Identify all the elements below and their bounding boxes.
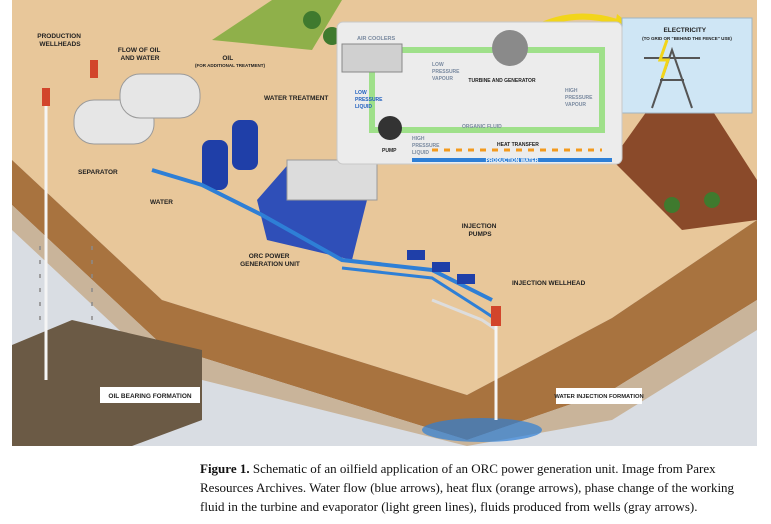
caption-label: Figure 1. (200, 461, 250, 476)
injection-pump (457, 274, 475, 284)
injection-pipe (431, 298, 498, 332)
orc-air-cooler (286, 159, 378, 201)
inset-label-air-coolers: AIR COOLERS (357, 36, 396, 42)
turbine-icon (492, 30, 528, 66)
label-oil: OIL (FOR ADDITIONAL TREATMENT) (195, 47, 265, 68)
lightning-icon (657, 39, 671, 79)
tree-icon (303, 11, 321, 29)
inset-air-coolers (341, 43, 403, 73)
inset-label-low-pressure-vapour: LOW PRESSURE VAPOUR (432, 62, 461, 82)
caption-text: Schematic of an oilfield application of … (200, 461, 735, 514)
label-box-oil-formation (100, 387, 200, 403)
inset-label-organic-fluid: ORGANIC FLUID (462, 124, 502, 130)
mountain-right (612, 90, 757, 230)
injection-pump (407, 250, 425, 260)
label-orc-unit: ORC POWER GENERATION UNIT (240, 253, 300, 268)
figure-caption: Figure 1. Schematic of an oilfield appli… (200, 459, 760, 516)
soil-layer (12, 160, 757, 440)
label-separator: SEPARATOR (78, 169, 118, 176)
label-injection-pumps: INJECTION PUMPS (462, 223, 498, 238)
separator-tank (119, 73, 201, 119)
label-production-wellheads: PRODUCTION WELLHEADS (37, 33, 83, 48)
label-water: WATER (150, 199, 173, 206)
inset-label-low-pressure-liquid: LOW PRESSURE LIQUID (355, 90, 384, 110)
production-wellhead-2 (90, 60, 98, 78)
inset-label-high-pressure-liquid: HIGH PRESSURE LIQUID (412, 136, 441, 156)
water-treatment-tank (232, 120, 258, 170)
label-electricity: ELECTRICITY (TO GRID OR "BEHIND THE FENC… (642, 19, 732, 41)
water-treatment-tank (202, 140, 228, 190)
electricity-inset (621, 17, 753, 114)
orc-process-inset (336, 21, 623, 165)
label-oil-bearing-formation: OIL BEARING FORMATION (108, 393, 191, 400)
water-pipe-return (341, 266, 498, 322)
label-injection-wellhead: INJECTION WELLHEAD (512, 280, 586, 287)
production-wellhead-1 (42, 88, 50, 106)
label-flow-oil-water: FLOW OF OIL AND WATER (118, 47, 162, 62)
injection-pump (432, 262, 450, 272)
inset-label-high-pressure-vapour: HIGH PRESSURE VAPOUR (565, 88, 594, 108)
oil-formation-rock (12, 320, 202, 446)
label-water-treatment: WATER TREATMENT (264, 95, 328, 102)
label-water-injection-formation: WATER INJECTION FORMATION (554, 394, 643, 400)
inset-label-heat-transfer: HEAT TRANSFER (497, 142, 539, 148)
inset-label-production-water: PRODUCTION WATER (486, 158, 539, 164)
inset-label-turbine: TURBINE AND GENERATOR (468, 78, 536, 84)
pump-icon (378, 116, 402, 140)
water-injection-pool (422, 418, 542, 442)
tree-icon (704, 192, 720, 208)
water-pipe (151, 168, 493, 302)
label-box-water-injection (556, 388, 642, 404)
injection-wellhead (491, 306, 501, 326)
inset-label-pump: PUMP (382, 148, 397, 154)
power-tower-icon (644, 46, 700, 109)
orc-oilfield-schematic: PRODUCTION WELLHEADS FLOW OF OIL AND WAT… (12, 0, 757, 446)
tree-icon (664, 197, 680, 213)
